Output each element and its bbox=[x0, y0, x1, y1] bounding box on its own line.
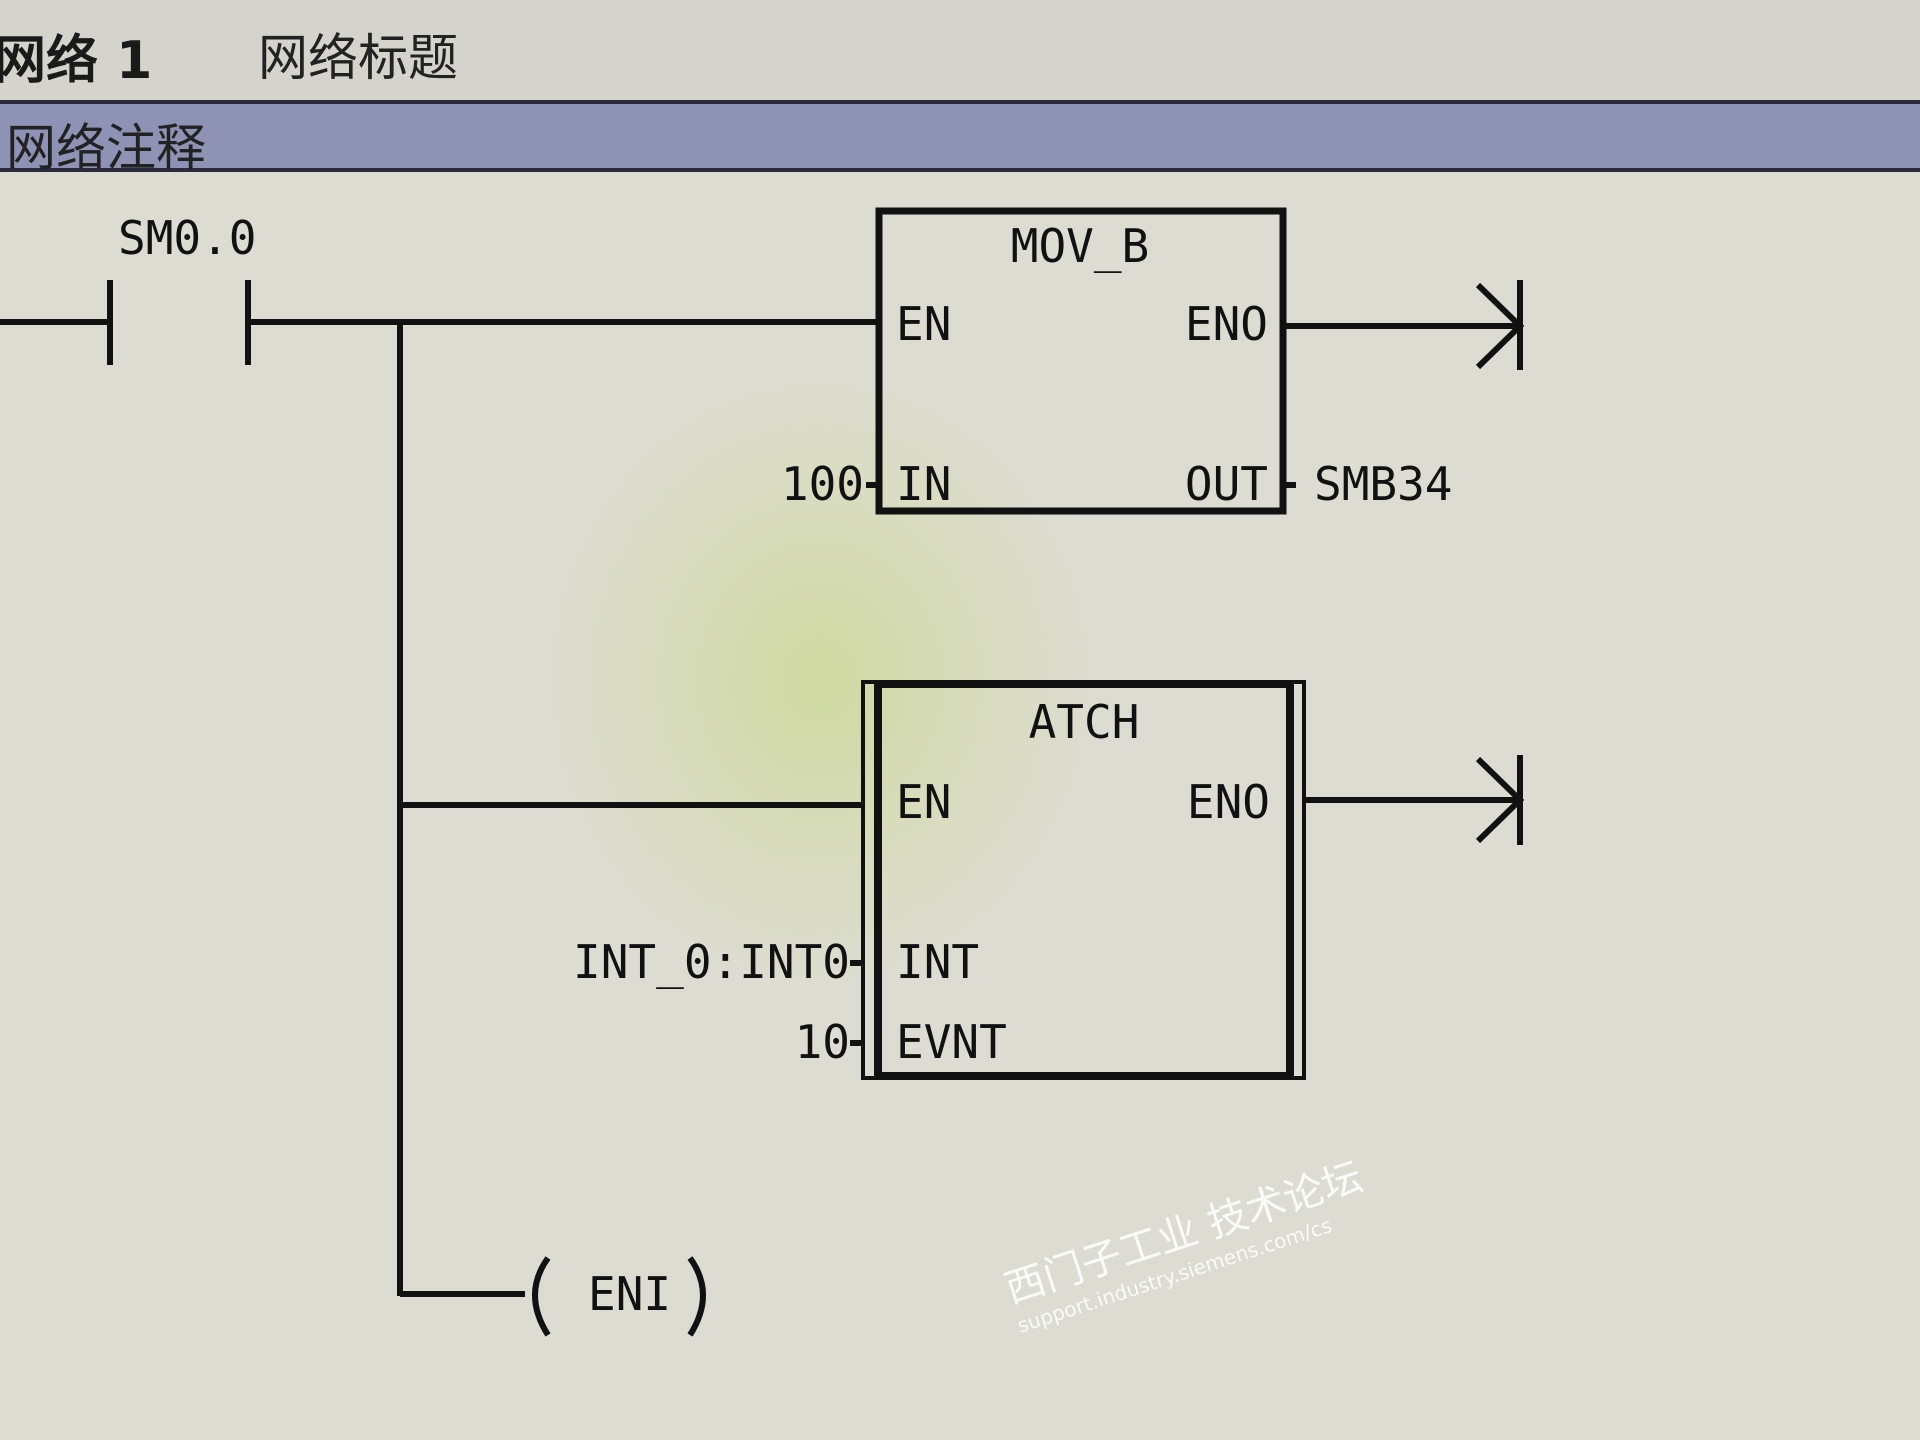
mov-b-title: MOV_B bbox=[1011, 219, 1149, 273]
coil-left-paren bbox=[532, 1256, 551, 1337]
atch-evnt-value[interactable]: 10 bbox=[795, 1015, 850, 1069]
mov-in-pin: IN bbox=[896, 457, 951, 511]
mov-out-pin: OUT bbox=[1185, 457, 1268, 511]
mov-eno-pin: ENO bbox=[1185, 297, 1268, 351]
network-title[interactable]: 网络标题 bbox=[258, 29, 458, 87]
atch-evnt-pin: EVNT bbox=[896, 1015, 1007, 1069]
atch-title: ATCH bbox=[1029, 695, 1140, 749]
atch-box[interactable] bbox=[874, 680, 1294, 1080]
contact-address[interactable]: SM0.0 bbox=[118, 211, 256, 265]
mov-en-pin: EN bbox=[896, 297, 951, 351]
atch-en-pin: EN bbox=[896, 775, 951, 829]
eni-coil-label[interactable]: ENI bbox=[588, 1267, 671, 1321]
mov-in-value[interactable]: 100 bbox=[781, 457, 864, 511]
network-comment: 网络注释 bbox=[6, 119, 206, 177]
atch-int-value[interactable]: INT_0:INT0 bbox=[573, 935, 850, 989]
network-header[interactable]: 网络 1 网络标题 bbox=[0, 0, 1920, 104]
atch-int-pin: INT bbox=[896, 935, 979, 989]
atch-eno-pin: ENO bbox=[1187, 775, 1270, 829]
mov-b-box[interactable] bbox=[875, 207, 1287, 515]
coil-right-paren bbox=[687, 1256, 706, 1337]
network-number: 网络 1 bbox=[0, 31, 153, 91]
network-comment-bar[interactable]: 网络注释 bbox=[0, 104, 1920, 177]
mov-out-value[interactable]: SMB34 bbox=[1314, 457, 1452, 511]
